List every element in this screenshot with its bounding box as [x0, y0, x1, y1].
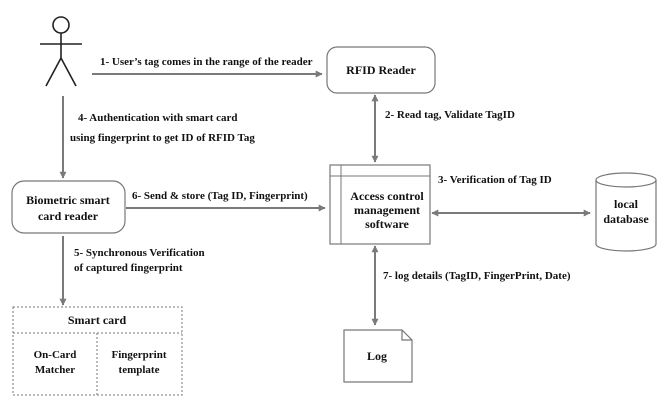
edge-6-label: 6- Send & store (Tag ID, Fingerprint) — [132, 190, 308, 202]
user-stick-figure-icon — [40, 16, 82, 87]
edge-2-label: 2- Read tag, Validate TagID — [385, 109, 515, 121]
edge-7-label: 7- log details (TagID, FingerPrint, Date… — [383, 270, 571, 282]
access-control-label-line3: software — [365, 217, 409, 231]
local-database-label-line1: local — [614, 197, 639, 211]
local-database-label-line2: database — [603, 212, 649, 226]
rfid-reader-label: RFID Reader — [346, 63, 416, 77]
access-control-label-line1: Access control — [350, 189, 424, 203]
biometric-reader-label-line1: Biometric smart — [26, 193, 110, 207]
edge-5-label-line1: 5- Synchronous Verification — [74, 247, 205, 259]
smart-card-title: Smart card — [68, 313, 127, 327]
on-card-matcher-line2: Matcher — [35, 364, 75, 376]
on-card-matcher-line1: On-Card — [34, 349, 77, 361]
fingerprint-template-line1: Fingerprint — [112, 349, 167, 361]
access-control-box — [329, 164, 431, 245]
access-control-label-line2: management — [354, 203, 420, 217]
biometric-reader-label-line2: card reader — [38, 209, 99, 223]
local-database-cylinder-icon — [595, 172, 657, 252]
biometric-reader-box — [11, 180, 126, 234]
log-label: Log — [367, 349, 387, 363]
edge-1-label: 1- User’s tag comes in the range of the … — [100, 56, 313, 68]
edge-4-label-line2: using fingerprint to get ID of RFID Tag — [70, 132, 255, 144]
log-document-icon — [343, 329, 413, 383]
edge-3-label: 3- Verification of Tag ID — [438, 174, 552, 186]
fingerprint-template-line2: template — [119, 364, 160, 376]
edge-4-label-line1: 4- Authentication with smart card — [78, 112, 238, 124]
edge-5-label-line2: of captured fingerprint — [74, 262, 183, 274]
rfid-reader-box — [326, 46, 436, 94]
